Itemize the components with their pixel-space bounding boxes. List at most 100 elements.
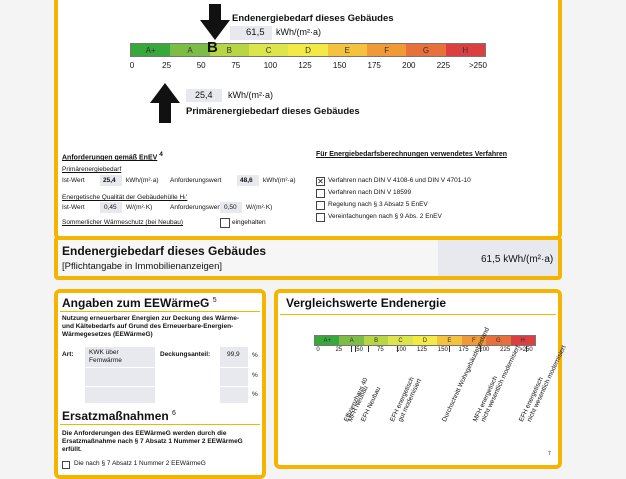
summary-title: Endenergiebedarf dieses Gebäudes [62, 244, 267, 258]
scale-tick: 100 [263, 61, 278, 70]
divider [60, 311, 260, 312]
pct-2: % [252, 372, 258, 379]
scale-tick: 225 [500, 347, 511, 353]
ist2-label: Ist-Wert [62, 204, 85, 211]
ist-label: Ist-Wert [62, 177, 85, 184]
comparison-panel [274, 289, 562, 469]
summer-status: eingehalten [232, 219, 266, 226]
scale-class-g: G [486, 336, 511, 345]
scale-class-d: D [288, 44, 328, 56]
scale-class-b: B [209, 44, 249, 56]
scale-class-e: E [437, 336, 462, 345]
procedure-checkbox[interactable]: ✕ [316, 177, 325, 186]
comparison-marker [526, 346, 527, 352]
scale-tick: 150 [437, 347, 448, 353]
primary-label: Primärenergiebedarf dieses Gebäudes [186, 106, 360, 117]
ist2-value-box [100, 202, 122, 213]
anf2-label: Anforderungswert [170, 204, 222, 211]
scale-class-aplus: A+ [315, 336, 340, 345]
arrow-up-icon [150, 83, 180, 123]
art-value-box [85, 347, 155, 367]
scale-class-a: A [170, 44, 210, 56]
divider [280, 314, 556, 315]
procedure-label: Verfahren nach DIN V 18599 [328, 189, 412, 196]
comparison-marker [480, 346, 482, 352]
deck-label: Deckungsanteil: [160, 351, 211, 358]
summary-value: 61,5 kWh/(m²·a) [481, 254, 554, 265]
anf-label: Anforderungswert [170, 177, 222, 184]
art-value: KWK über Fernwärme [89, 349, 122, 364]
scale-tick: 125 [298, 61, 312, 70]
energy-scale-panel [54, 0, 562, 240]
ersatz-item: Die nach § 7 Absatz 1 Nummer 2 EEWärmeG [74, 460, 206, 467]
scale-tick: 150 [332, 61, 347, 70]
scale-tick: 175 [458, 347, 469, 353]
pct-1: % [252, 352, 258, 359]
scale-class-h: H [510, 336, 535, 345]
eewaermeg-desc: Nutzung erneuerbarer Energien zur Deckun… [62, 315, 239, 339]
scale-tick: 75 [377, 347, 384, 353]
procedure-label: Vereinfachungen nach § 9 Abs. 2 EnEV [328, 213, 442, 220]
scale-tick: 100 [396, 347, 407, 353]
arrow-down-icon [200, 4, 230, 40]
anf2-unit: W/(m²·K) [246, 204, 273, 211]
anf-unit: kWh/(m²·a) [263, 177, 296, 184]
procedure-checkbox[interactable] [316, 213, 325, 222]
ist2-value: 0,45 [104, 204, 117, 211]
end-value-box [230, 26, 272, 40]
summary-value-box [438, 240, 558, 276]
scale-tick: 200 [479, 347, 490, 353]
end-energy-label: Endenergiebedarf dieses Gebäudes [232, 13, 394, 24]
ersatz-checkbox[interactable] [62, 461, 70, 469]
scale-tick: 75 [231, 61, 241, 70]
ist-value: 25,4 [103, 177, 116, 184]
anf2-value: 0,50 [224, 204, 237, 211]
requirements-heading: Anforderungen gemäß EnEV 4 [62, 151, 163, 162]
scale-tick: >250 [468, 61, 488, 70]
eewaermeg-title: Angaben zum EEWärmeG 5 [62, 296, 217, 310]
scale-tick: 50 [196, 61, 206, 70]
anf2-value-box [220, 202, 242, 213]
class-marker: B [207, 39, 218, 56]
scale-tick: 0 [129, 61, 135, 70]
summer-checkbox[interactable] [220, 218, 230, 228]
deck-empty-2 [220, 387, 248, 403]
end-unit: kWh/(m²·a) [276, 27, 321, 37]
scale-class-e: E [327, 44, 367, 56]
quality-title: Energetische Qualität der Gebäudehülle H… [62, 194, 188, 201]
scale-tick: 200 [402, 61, 416, 70]
scale-tick: 125 [416, 347, 428, 353]
scale-tick: 25 [335, 347, 343, 353]
scale-class-f: F [461, 336, 487, 345]
deck-empty-1 [220, 368, 248, 386]
ist-value-box [100, 175, 122, 186]
footnote: 7 [548, 451, 551, 457]
comparison-marker [355, 346, 357, 352]
procedure-checkbox[interactable] [316, 189, 325, 198]
art-label: Art: [62, 351, 74, 358]
art-empty-2 [85, 387, 155, 403]
comparison-marker [351, 346, 353, 352]
scale-class-c: C [388, 336, 413, 345]
scale-tick: 175 [367, 61, 381, 70]
scale-class-aplus: A+ [131, 44, 171, 56]
comparison-marker [449, 346, 451, 352]
procedure-label: Regelung nach § 3 Absatz 5 EnEV [328, 201, 428, 208]
scale-class-f: F [366, 44, 407, 56]
end-value: 61,5 [246, 27, 265, 38]
divider [60, 424, 260, 425]
summer-label: Sommerlicher Wärmeschutz (bei Neubau) [62, 219, 184, 226]
primary-value: 25,4 [195, 90, 213, 100]
scale-tick: 50 [356, 347, 363, 353]
procedure-checkbox[interactable] [316, 201, 325, 210]
anf-value: 48,6 [240, 177, 253, 184]
scale-tick: 25 [162, 61, 172, 70]
scale-class-b: B [363, 336, 389, 345]
deck-value: 99,9 [227, 351, 240, 358]
pct-3: % [252, 391, 258, 398]
primary-requirement-title: Primärenergiebedarf [62, 166, 122, 173]
ersatz-desc: Die Anforderungen des EEWärmeG werden du… [62, 430, 243, 454]
ist-unit: kWh/(m²·a) [126, 177, 159, 184]
